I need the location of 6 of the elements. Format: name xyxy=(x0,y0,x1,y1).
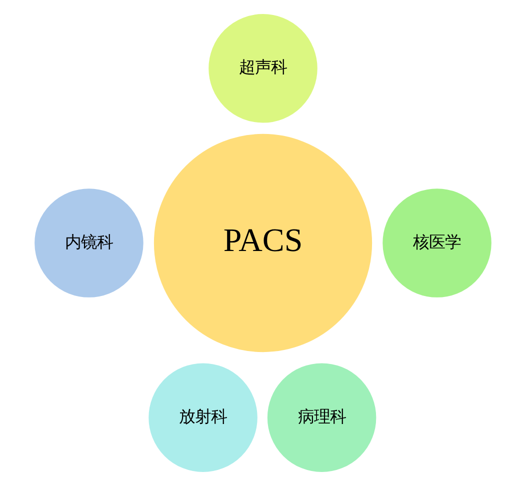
node-circle: 核医学 xyxy=(380,186,494,300)
node-circle: 病理科 xyxy=(266,361,378,474)
node-circle: 超声科 xyxy=(206,12,320,125)
node-circle: 放射科 xyxy=(146,361,260,474)
node-circle: PACS xyxy=(152,132,374,354)
node-circle: 内镜科 xyxy=(32,186,146,300)
